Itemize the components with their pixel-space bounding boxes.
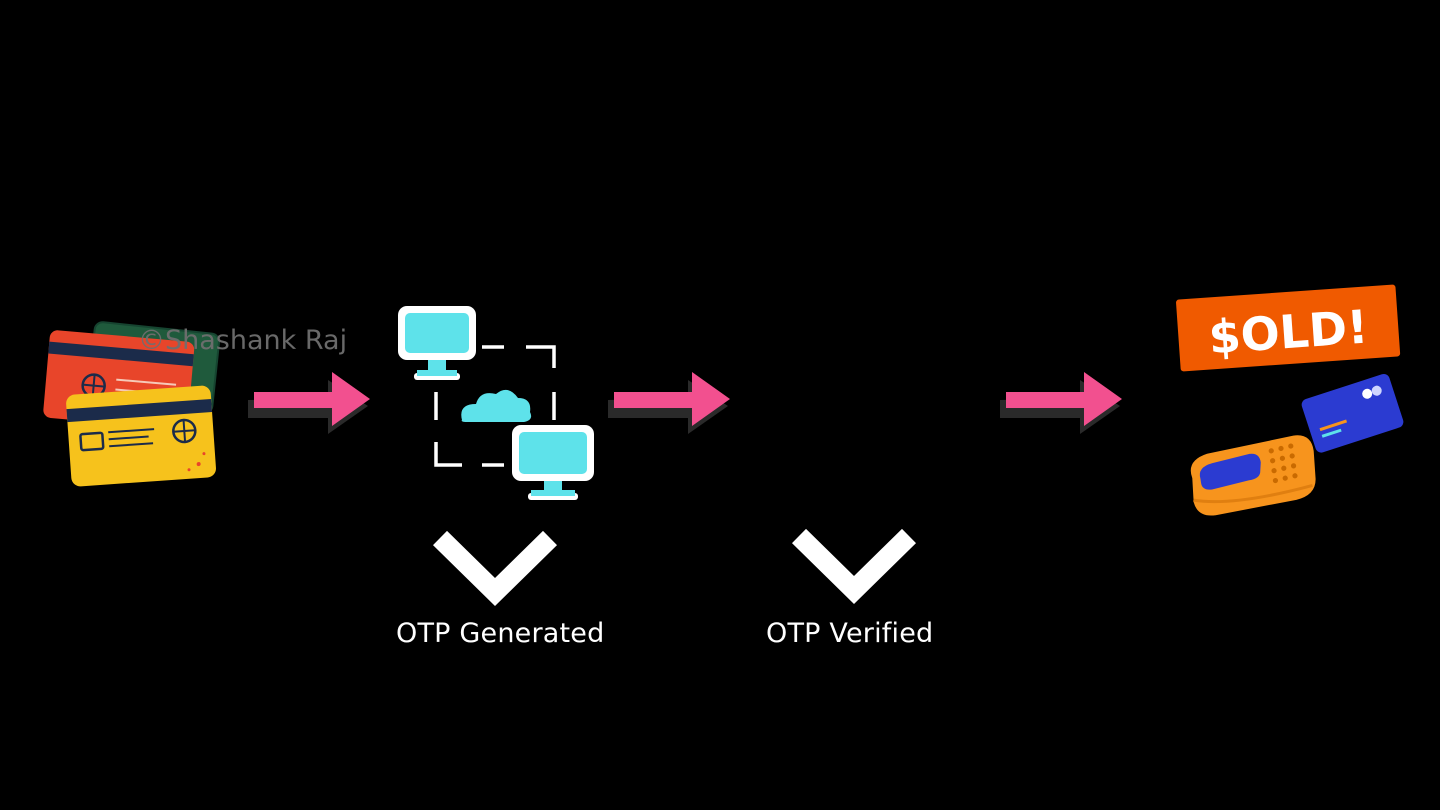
arrow-icon-3 <box>1000 372 1122 434</box>
credit-cards-icon <box>43 321 221 487</box>
otp-verified-label: OTP Verified <box>766 618 934 649</box>
check-chevron-icon-1 <box>432 530 558 607</box>
network-computers-cloud-icon <box>398 306 594 500</box>
sold-payment-icon: $OLD! <box>1176 284 1404 516</box>
arrow-icon-2 <box>608 372 730 434</box>
arrow-icon-1 <box>248 372 370 434</box>
sold-badge-text: $OLD! <box>1207 299 1370 364</box>
check-chevron-icon-2 <box>791 528 917 605</box>
watermark-text: ©Shashank Raj <box>138 325 348 356</box>
otp-generated-label: OTP Generated <box>396 618 605 649</box>
